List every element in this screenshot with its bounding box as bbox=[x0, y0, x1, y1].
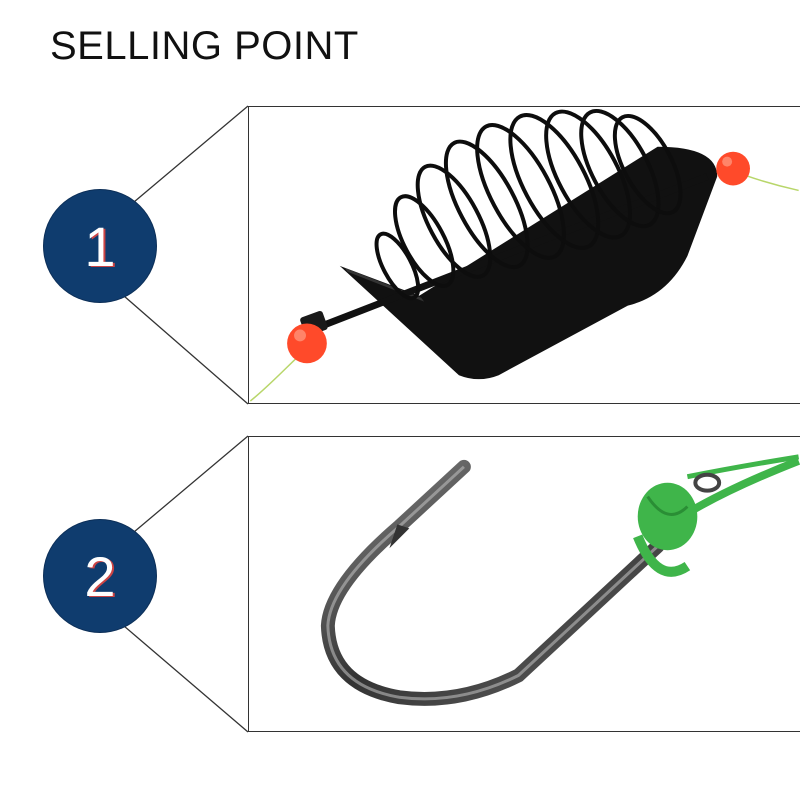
point-badge-2: 2 bbox=[44, 520, 156, 632]
page-title: SELLING POINT bbox=[50, 24, 359, 68]
spring-feeder-image bbox=[249, 108, 799, 402]
feeder-image-panel bbox=[248, 106, 800, 404]
point-badge-1: 1 bbox=[44, 190, 156, 302]
hook-image-panel bbox=[248, 436, 800, 732]
fishing-hook-image bbox=[320, 454, 800, 706]
